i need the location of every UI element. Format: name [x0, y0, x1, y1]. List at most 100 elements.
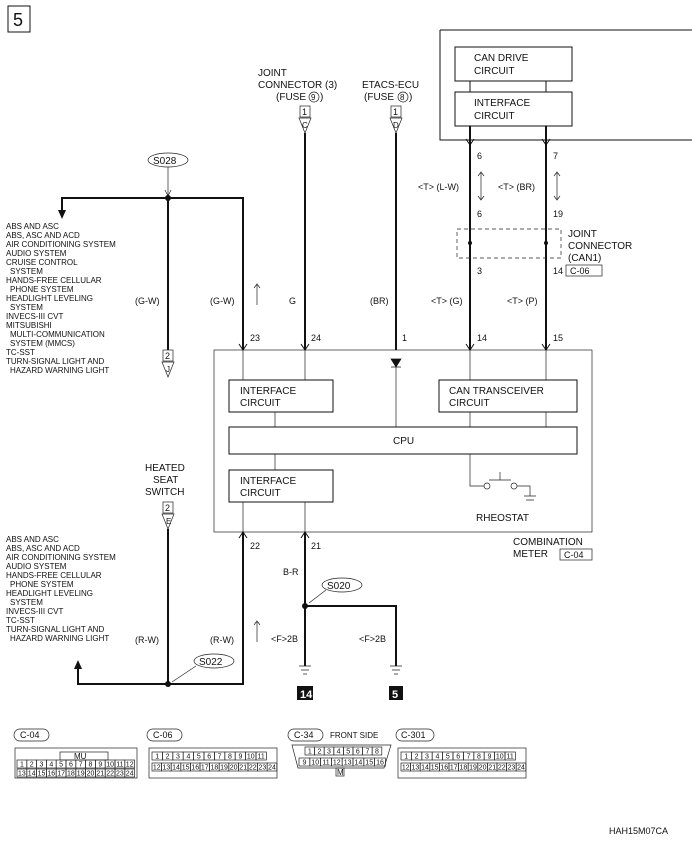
can-interface-line1: INTERFACE [474, 98, 530, 109]
joint-pin-14: 14 [553, 266, 563, 276]
svg-text:SYSTEM: SYSTEM [10, 267, 43, 276]
connector-pin-label: 14 [355, 760, 363, 767]
connector-pin-label: 21 [488, 765, 496, 772]
meter-iface1-line2: CIRCUIT [240, 398, 281, 409]
svg-text:MULTI-COMMUNICATION: MULTI-COMMUNICATION [10, 330, 105, 339]
svg-text:C-06: C-06 [153, 730, 173, 740]
meter-pin-22: 22 [250, 541, 260, 551]
svg-text:TURN-SIGNAL LIGHT AND: TURN-SIGNAL LIGHT AND [6, 625, 104, 634]
connector-pin-label: 2 [317, 749, 321, 756]
joint3-line1: JOINT [258, 68, 287, 79]
connector-pin-cell [124, 768, 135, 778]
connector-pin-label: 10 [311, 760, 319, 767]
connector-pin-label: 16 [191, 765, 199, 772]
connector-pin-label: 13 [163, 765, 171, 772]
connector-pin-label: 1 [308, 749, 312, 756]
svg-text:INVECS-III CVT: INVECS-III CVT [6, 607, 63, 616]
connector-pin-label: 18 [460, 765, 468, 772]
svg-text:C-301: C-301 [401, 730, 426, 740]
wire-rw-left-label: (R-W) [135, 635, 159, 645]
svg-text:HAZARD WARNING LIGHT: HAZARD WARNING LIGHT [10, 366, 109, 375]
heated-seat-box: 2 [165, 503, 170, 513]
ground-icon [299, 665, 311, 675]
svg-text:HEADLIGHT LEVELING: HEADLIGHT LEVELING [6, 589, 93, 598]
connector-pin-label: 3 [327, 749, 331, 756]
connector-pin-label: 2 [415, 754, 419, 761]
connector-pin-label: 6 [356, 749, 360, 756]
svg-text:FRONT SIDE: FRONT SIDE [330, 731, 378, 740]
figure-code: HAH15M07CA [609, 826, 668, 836]
joint3-fuse-close: ) [320, 92, 323, 103]
svg-text:CRUISE CONTROL: CRUISE CONTROL [6, 258, 78, 267]
f2b-left-label: <F>2B [271, 634, 298, 644]
connector-pin-label: 1 [155, 754, 159, 761]
connector-pin-label: 18 [211, 765, 219, 772]
wire-gw [61, 197, 244, 350]
meter-pin-1: 1 [402, 333, 407, 343]
joint-can1-line3: (CAN1) [568, 253, 601, 264]
meter-interface-circuit-1 [228, 379, 334, 413]
svg-text:MU: MU [74, 752, 87, 761]
meter-pin-15: 15 [553, 333, 563, 343]
connector-pin-label: 12 [402, 765, 410, 772]
connector-pin-label: 6 [456, 754, 460, 761]
joint3-fuse: (FUSE [276, 92, 306, 103]
connector-pin-label: 8 [375, 749, 379, 756]
combination-meter-frame [213, 349, 593, 533]
joint3-pin: C [302, 121, 308, 130]
upper-system-list: ABS AND ASC ABS, ASC AND ACD AIR CONDITI… [6, 222, 116, 375]
svg-text:PHONE SYSTEM: PHONE SYSTEM [10, 285, 74, 294]
svg-text:ABS AND ASC: ABS AND ASC [6, 535, 59, 544]
lower-system-list: ABS AND ASC ABS, ASC AND ACD AIR CONDITI… [6, 535, 116, 643]
connector-pin-label: 19 [77, 771, 85, 778]
meter-iface1-line1: INTERFACE [240, 386, 296, 397]
connector-pin-label: 1 [20, 762, 24, 769]
etacs-box: 1 [393, 107, 398, 117]
svg-text:ABS, ASC AND ACD: ABS, ASC AND ACD [6, 231, 80, 240]
connector-pin-label: 17 [201, 765, 209, 772]
svg-text:SYSTEM: SYSTEM [10, 303, 43, 312]
splice-s020: S020 [327, 581, 351, 592]
rheostat-label: RHEOSTAT [476, 513, 529, 524]
joint-can1-line1: JOINT [568, 229, 597, 240]
svg-text:HANDS-FREE CELLULAR: HANDS-FREE CELLULAR [6, 571, 102, 580]
connector-pin-label: 12 [333, 760, 341, 767]
wire-rw-right-label: (R-W) [210, 635, 234, 645]
meter-code: C-04 [564, 550, 584, 560]
ref-box-j: 2 [165, 351, 170, 361]
connector-pin-label: 2 [166, 754, 170, 761]
connector-pin-label: 2 [30, 762, 34, 769]
meter-pin-23: 23 [250, 333, 260, 343]
connector-pin-label: 11 [116, 762, 123, 769]
joint-pin-19: 19 [553, 209, 563, 219]
rheostat-wire [469, 454, 484, 487]
can-pin-7-top: 7 [553, 151, 558, 161]
can-unit-frame [439, 29, 692, 141]
can-drive-line1: CAN DRIVE [474, 53, 529, 64]
connector-pin-label: 7 [365, 749, 369, 756]
splice-s022: S022 [199, 657, 223, 668]
joint-pin-3: 3 [477, 266, 482, 276]
connector-pin-label: 5 [197, 754, 201, 761]
heated-seat-line1: HEATED [145, 463, 185, 474]
connector-pin-cell [504, 751, 516, 761]
connector-pin-label: 16 [440, 765, 448, 772]
connector-pin-label: 11 [507, 754, 514, 761]
can-interface-line2: CIRCUIT [474, 111, 515, 122]
connector-pin-label: 14 [28, 771, 36, 778]
connector-pin-cell [266, 762, 278, 772]
connector-pin-label: 21 [96, 771, 104, 778]
connector-pin-cell [515, 762, 527, 772]
svg-text:MITSUBISHI: MITSUBISHI [6, 321, 52, 330]
wire-br-label-lower: B-R [283, 567, 299, 577]
joint-can1-line2: CONNECTOR [568, 241, 632, 252]
connector-pin-label: 7 [218, 754, 222, 761]
connector-pin-label: 3 [176, 754, 180, 761]
connector-pin-label: 20 [230, 765, 238, 772]
connector-pin-label: 20 [479, 765, 487, 772]
connector-pin-label: 9 [98, 762, 102, 769]
connector-pin-label: 19 [220, 765, 228, 772]
svg-text:AUDIO SYSTEM: AUDIO SYSTEM [6, 562, 67, 571]
